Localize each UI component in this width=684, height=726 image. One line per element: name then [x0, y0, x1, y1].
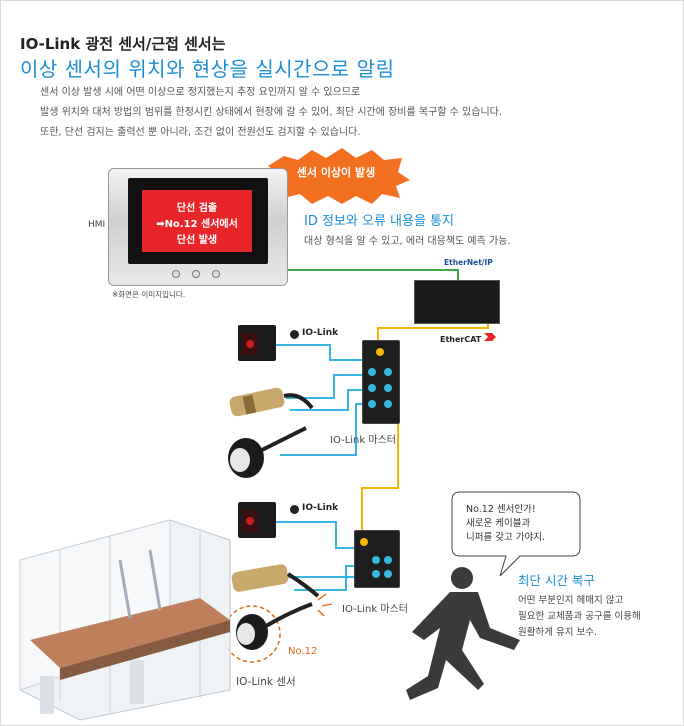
ethernet-cable [286, 269, 459, 282]
ethernetip-logo: EtherNet/IP [444, 258, 493, 267]
sensor-cable-7 [294, 565, 356, 591]
sensor-cable-1 [276, 344, 368, 361]
iolink-master-ports [360, 538, 392, 578]
speech-bubble-text: No.12 센서인가! 새로운 케이블과 니퍼를 갖고 가야지. [466, 503, 545, 545]
iolink-sensor-label: IO-Link 센서 [236, 676, 296, 688]
iolink-master-label: IO-Link 마스터 [330, 435, 396, 446]
iolink-logo-text: IO-Link [302, 328, 339, 338]
sensor-cable-3 [290, 389, 368, 411]
sensor-cable-2 [286, 374, 368, 399]
plc-controller [414, 280, 500, 324]
hmi-button-icon [192, 270, 200, 278]
hmi-alert-line: 단선 발생 [176, 235, 218, 246]
speech-bubble-line: No.12 센서인가! [466, 504, 536, 515]
hmi-alert-line: 단선 검출 [176, 203, 218, 214]
iolink-logo-text: IO-Link [302, 503, 339, 513]
hmi-image-note: ※화면은 이미지입니다. [112, 290, 186, 299]
intro-line-1: 센서 이상 발생 시에 어떤 이상으로 정지했는지 추정 요인까지 알 수 있으… [40, 87, 361, 98]
intro-line-3: 또한, 단선 검지는 출력선 뿐 아니라, 조건 없이 전원선도 검지할 수 있… [40, 127, 361, 138]
iolink-icon [290, 505, 299, 514]
sensor-fault-label: 센서 이상이 발생 [296, 166, 376, 179]
iolink-icon [290, 330, 299, 339]
iolink-master-ports [368, 348, 392, 408]
ethercat-logo: EtherCAT [440, 335, 482, 344]
hmi-button-icon [212, 270, 220, 278]
burst-shape [268, 148, 410, 204]
running-worker-icon [406, 567, 520, 700]
hmi-alert-line: ➡No.12 센서에서 [156, 219, 238, 230]
proximity-sensor-3 [231, 564, 289, 592]
sensor-cable-4 [280, 403, 368, 456]
hmi-label: HMI [88, 220, 106, 230]
heading-subtitle: IO-Link 광전 센서/근접 센서는 [20, 35, 226, 53]
intro-line-2: 발생 위치와 대처 방법의 범위를 한정시킨 상태에서 현장에 갈 수 있어, … [40, 107, 503, 118]
hmi-button-icon [172, 270, 180, 278]
cable-break-spark-icon [317, 593, 333, 617]
faulty-sensor-number: No.12 [288, 646, 318, 657]
notify-text: 대상 형식을 알 수 있고, 에러 대응책도 예측 가능. [304, 236, 511, 247]
proximity-sensor-1 [229, 387, 285, 417]
restore-line: 어떤 부분인지 헤매지 않고 [518, 595, 624, 606]
restore-title: 최단 시간 복구 [518, 573, 595, 588]
ethercat-arrow-icon [484, 333, 496, 341]
hmi-alert-panel: 단선 검출 ➡No.12 센서에서 단선 발생 [142, 190, 252, 252]
factory-machine [19, 519, 231, 721]
notify-title: ID 정보와 오류 내용을 통지 [304, 214, 454, 229]
iolink-master-label: IO-Link 마스터 [342, 604, 408, 615]
restore-line: 원활하게 유지 보수. [518, 627, 597, 638]
speech-bubble-line: 니퍼를 갖고 가야지. [466, 532, 545, 543]
speech-bubble-line: 새로운 케이블과 [466, 518, 531, 529]
speech-bubble [451, 491, 581, 577]
restore-line: 필요한 교체품과 공구를 이용해 [518, 611, 641, 622]
sensor-cable-5 [276, 521, 356, 549]
heading-title: 이상 센서의 위치와 현상을 실시간으로 알림 [20, 57, 395, 81]
